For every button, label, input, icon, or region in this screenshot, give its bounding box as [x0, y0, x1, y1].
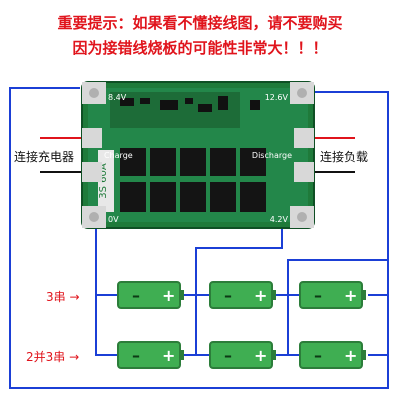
- battery-pos-symbol: +: [344, 346, 357, 365]
- label-charge: Charge: [104, 151, 133, 160]
- mosfet-row-bottom: [120, 182, 266, 212]
- series-3-label: 3串 →: [46, 290, 80, 304]
- label-8v4: 8.4V: [108, 93, 127, 102]
- battery-neg-symbol: –: [132, 286, 140, 305]
- pcb-components: [120, 96, 260, 112]
- battery-neg-symbol: –: [224, 286, 232, 305]
- battery: – +: [117, 281, 184, 309]
- bms-board: 3S 60A 8.4V 12.6V Charge Discharge 0V 4.…: [81, 81, 315, 229]
- pad-charge-pos: [82, 128, 102, 148]
- battery-pos-symbol: +: [162, 286, 175, 305]
- charger-label: 连接充电器: [14, 150, 75, 164]
- battery-pos-symbol: +: [344, 286, 357, 305]
- battery-neg-symbol: –: [132, 346, 140, 365]
- battery-row-series: – + – + – +: [117, 281, 366, 309]
- battery-row-parallel: – + – + – +: [117, 341, 366, 369]
- pad-charge-neg: [82, 162, 102, 182]
- battery-pos-symbol: +: [254, 346, 267, 365]
- battery: – +: [299, 281, 366, 309]
- battery-pos-symbol: +: [162, 346, 175, 365]
- pad-load-neg: [294, 162, 314, 182]
- warning-line-2: 因为接错线烧板的可能性非常大！！！: [72, 39, 328, 57]
- parallel-2-series-3-label: 2并3串 →: [26, 350, 80, 364]
- battery-neg-symbol: –: [224, 346, 232, 365]
- battery-neg-symbol: –: [314, 346, 322, 365]
- mosfet-row-top: [120, 148, 266, 176]
- wire-b2-b3-top: [272, 259, 388, 296]
- label-0v: 0V: [108, 215, 119, 224]
- battery: – +: [299, 341, 366, 369]
- battery-pos-symbol: +: [254, 286, 267, 305]
- pad-load-pos: [294, 128, 314, 148]
- battery: – +: [209, 341, 276, 369]
- outer-wire-loop: [9, 87, 389, 389]
- connection-wires: [9, 87, 389, 389]
- label-4v2: 4.2V: [270, 215, 289, 224]
- warning-line-1: 重要提示：如果看不懂接线图，请不要购买: [57, 14, 343, 32]
- battery: – +: [209, 281, 276, 309]
- lead-wires: [40, 137, 355, 173]
- label-12v6: 12.6V: [265, 93, 289, 102]
- model-label: 3S 60A: [98, 163, 109, 199]
- wire-0v-parallel: [95, 295, 118, 356]
- battery-neg-symbol: –: [314, 286, 322, 305]
- battery: – +: [117, 341, 184, 369]
- label-discharge: Discharge: [252, 151, 292, 160]
- load-label: 连接负载: [320, 150, 369, 164]
- wire-4v2-b: [195, 295, 210, 356]
- wire-b2-b3-bottom: [272, 294, 300, 356]
- wire-4v2-a: [195, 213, 283, 296]
